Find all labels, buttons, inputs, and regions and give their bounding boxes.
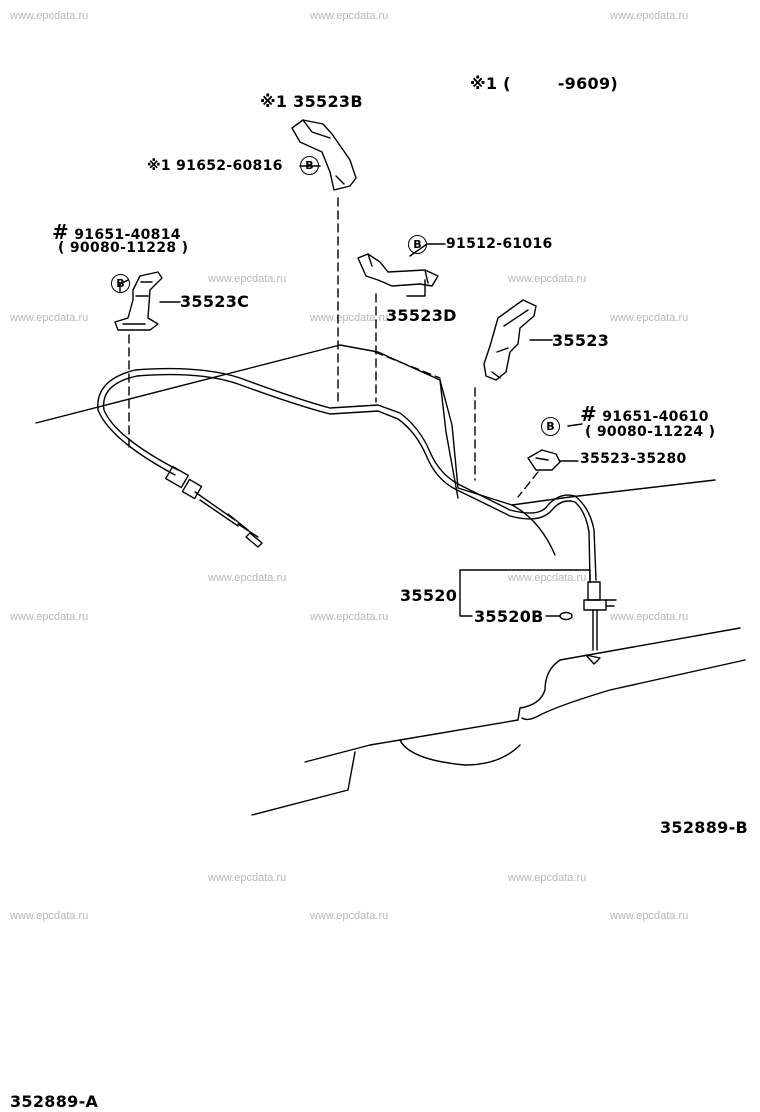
label-35523b-number: 35523B (293, 92, 363, 111)
watermark: www.epcdata.ru (10, 10, 89, 22)
label-35523d: 35523D (386, 306, 457, 325)
label-91651-40814-prefix: # (52, 220, 70, 244)
label-leaders (119, 165, 591, 617)
watermark: www.epcdata.ru (610, 611, 689, 623)
label-91651-40814-number: 91651-40814 (74, 227, 181, 243)
bracket-35523c (114, 271, 163, 331)
body-outline (35, 344, 746, 816)
label-35523-35280: 35523-35280 (580, 451, 687, 467)
label-35520b: 35520B (474, 607, 544, 626)
label-91512-61016: 91512-61016 (446, 236, 553, 252)
watermark: www.epcdata.ru (610, 10, 689, 22)
label-91651-40610: # 91651-40610 (580, 402, 709, 426)
brake-cable (97, 367, 617, 665)
label-90080-11228: ( 90080-11228 ) (58, 240, 189, 256)
series-note-range: ( -9609) (503, 74, 619, 93)
label-91652-60816-number: 91652-60816 (176, 158, 283, 174)
watermark: www.epcdata.ru (610, 910, 689, 922)
label-35520: 35520 (400, 586, 458, 605)
watermark: www.epcdata.ru (208, 572, 287, 584)
bracket-35523b (291, 119, 357, 191)
bracket-35523d (357, 253, 439, 287)
watermark: www.epcdata.ru (610, 312, 689, 324)
series-note: ※1 ( -9609) (470, 74, 618, 93)
watermark: www.epcdata.ru (208, 872, 287, 884)
watermark: www.epcdata.ru (310, 312, 389, 324)
watermark: www.epcdata.ru (310, 10, 389, 22)
leader-dashes (128, 197, 539, 498)
watermark: www.epcdata.ru (208, 273, 287, 285)
label-91652-60816-prefix: ※1 (147, 158, 171, 174)
label-35523b: ※1 35523B (260, 92, 363, 111)
watermark: www.epcdata.ru (310, 611, 389, 623)
watermark: www.epcdata.ru (508, 872, 587, 884)
bolt-main-marker: B (541, 417, 560, 436)
bolt-b-marker: B (300, 156, 319, 175)
bolt-c-marker: B (111, 274, 130, 293)
label-35523c: 35523C (180, 292, 250, 311)
figure-code-b: 352889-B (660, 818, 749, 837)
bracket-35523 (483, 299, 537, 381)
label-35523: 35523 (552, 331, 610, 350)
watermark: www.epcdata.ru (10, 312, 89, 324)
watermark: www.epcdata.ru (508, 273, 587, 285)
bolt-d-marker: B (408, 235, 427, 254)
watermark: www.epcdata.ru (10, 611, 89, 623)
watermark: www.epcdata.ru (310, 910, 389, 922)
figure-code-a: 352889-A (10, 1092, 99, 1111)
label-35523b-prefix: ※1 (260, 92, 288, 111)
watermark: www.epcdata.ru (508, 572, 587, 584)
clamp-35523-35280 (527, 449, 561, 471)
label-90080-11224: ( 90080-11224 ) (585, 424, 716, 440)
label-91651-40610-number: 91651-40610 (602, 409, 709, 425)
label-91651-40814: # 91651-40814 (52, 220, 181, 244)
oring-35520b (559, 611, 573, 621)
label-91651-40610-prefix: # (580, 402, 598, 426)
label-91652-60816: ※1 91652-60816 (147, 158, 283, 174)
watermark: www.epcdata.ru (10, 910, 89, 922)
series-note-mark: ※1 (470, 74, 498, 93)
